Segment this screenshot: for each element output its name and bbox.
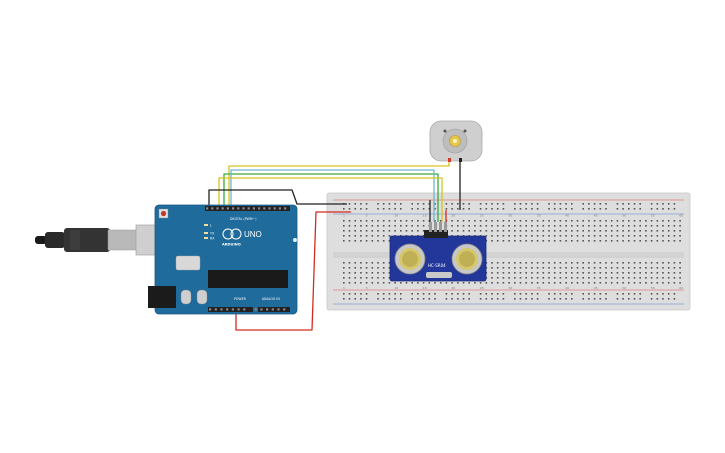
led-label-rx: RX [210,237,215,241]
arduino-logo-icon [222,228,234,240]
analog-header [258,307,290,312]
header-pin[interactable] [231,308,234,311]
header-pin[interactable] [278,207,281,210]
header-pin[interactable] [283,308,286,311]
breadboard-column-number: 30 [508,214,512,218]
header-pin[interactable] [221,207,224,210]
breadboard-column-number: 25 [480,214,484,218]
header-pin[interactable] [268,207,271,210]
breadboard-column-number: 55 [651,286,655,290]
breadboard-column-number: 10 [394,286,398,290]
breadboard-column-number: 50 [622,214,626,218]
header-pin[interactable] [242,207,245,210]
arduino-uno-board[interactable]: L TX RX UNO ARDUINO DIGITAL (PWM~) POWER… [148,204,298,315]
breadboard-column-number: 45 [594,214,598,218]
analog-label: ANALOG IN [262,297,280,301]
header-pin[interactable] [266,308,269,311]
breadboard-column-number: 35 [537,214,541,218]
header-pin[interactable] [258,207,261,210]
motor-terminal-black [459,158,462,162]
brand-label: ARDUINO [222,243,241,247]
header-pin[interactable] [206,207,209,210]
header-pin[interactable] [277,308,280,311]
breadboard-column-number: 40 [565,214,569,218]
led-label-tx: TX [209,232,215,236]
breadboard-column-number: 15 [423,214,427,218]
header-pin[interactable] [237,207,240,210]
breadboard-column-number: 60 [679,286,683,290]
header-pin[interactable] [211,207,214,210]
breadboard-column-number: 10 [394,214,398,218]
breadboard-column-number: 50 [622,286,626,290]
usb-cable[interactable] [35,224,171,256]
breadboard-column-number: 45 [594,286,598,290]
breadboard-column-number: 60 [679,214,683,218]
power-label: POWER [234,297,247,301]
header-pin[interactable] [247,207,250,210]
breadboard-holes [343,203,681,300]
motor-terminal-red [448,158,451,162]
header-pin[interactable] [243,308,246,311]
header-pin[interactable] [284,207,287,210]
wire-green [223,173,439,222]
model-label: UNO [244,230,262,239]
header-pin[interactable] [226,207,229,210]
header-pin[interactable] [252,207,255,210]
header-pin[interactable] [220,308,223,311]
breadboard-column-number: 35 [537,286,541,290]
digital-header [205,206,290,211]
atmega-chip [208,270,288,288]
led-label-l: L [210,224,212,228]
breadboard-column-number: 20 [451,286,455,290]
power-header [208,307,253,312]
breadboard[interactable]: 1155101015152020252530303535404045455050… [326,192,691,311]
breadboard-column-numbers: 1155101015152020252530303535404045455050… [343,214,683,291]
breadboard-column-number: 55 [651,214,655,218]
wire-cyan [230,169,435,222]
dc-motor[interactable] [429,120,483,162]
header-pin[interactable] [216,207,219,210]
header-pin[interactable] [232,207,235,210]
ultrasonic-sensor[interactable]: HC-SR04 [389,222,487,282]
breadboard-column-number: 15 [423,286,427,290]
breadboard-column-number: 30 [508,286,512,290]
breadboard-column-number: 5 [366,286,368,290]
breadboard-column-number: 25 [480,286,484,290]
breadboard-column-number: 5 [366,214,368,218]
header-pin[interactable] [237,308,240,311]
header-pin[interactable] [214,308,217,311]
header-pin[interactable] [226,308,229,311]
digital-header-label: DIGITAL (PWM~) [230,217,256,221]
header-pin[interactable] [254,308,257,311]
breadboard-column-number: 40 [565,286,569,290]
wire-yellow-2 [218,177,443,222]
wire-red [235,211,351,331]
breadboard-column-number: 1 [343,214,345,218]
header-pin[interactable] [260,308,263,311]
breadboard-column-number: 20 [451,214,455,218]
header-pin[interactable] [273,207,276,210]
breadboard-column-number: 1 [343,286,345,290]
header-pin[interactable] [209,308,212,311]
header-pin[interactable] [263,207,266,210]
header-pin[interactable] [271,308,274,311]
sensor-model: HC-SR04 [428,263,446,268]
wire-black [208,189,347,208]
